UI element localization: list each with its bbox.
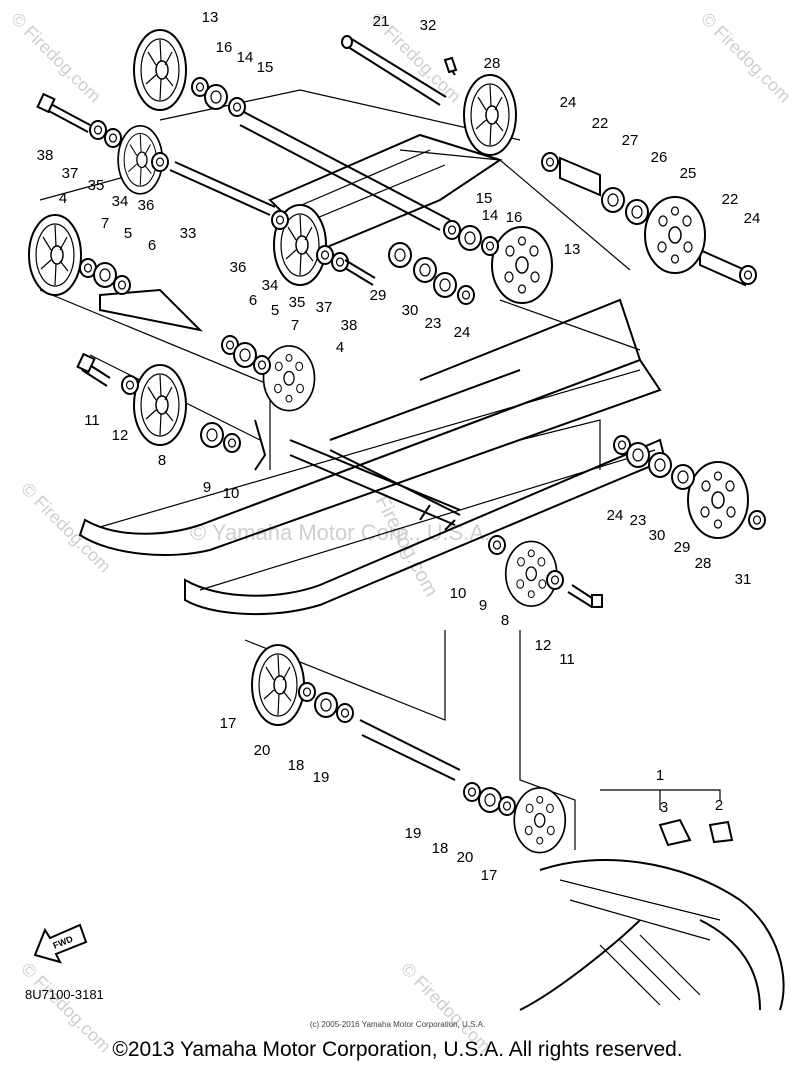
bolts (36, 56, 603, 608)
part-label-13-top: 13 (202, 9, 219, 26)
part-label-3: 3 (660, 799, 668, 816)
part-label-12-left: 12 (112, 427, 129, 444)
part-label-32: 32 (420, 17, 437, 34)
part-label-24-mid: 24 (454, 324, 471, 341)
part-label-28-bottom-right: 28 (695, 555, 712, 572)
yamaha-watermark: © Yamaha Motor Corp., U.S.A. (190, 520, 490, 545)
part-label-35-center: 35 (289, 294, 306, 311)
firedog-watermark-center: Firedog.com (371, 492, 443, 600)
part-label-33: 33 (180, 225, 197, 242)
part-label-21: 21 (373, 13, 390, 30)
part-label-34-center: 34 (262, 277, 279, 294)
part-label-23-bottom-right: 23 (630, 512, 647, 529)
part-label-25: 25 (680, 165, 697, 182)
part-label-1: 1 (656, 767, 664, 784)
part-label-29-bottom-right: 29 (674, 539, 691, 556)
site-watermark-top-left: © Firedog.com (7, 9, 105, 107)
part-label-5-left: 5 (124, 225, 132, 242)
part-label-4-left: 4 (59, 190, 67, 207)
disc-25 (644, 196, 706, 274)
part-label-13-right: 13 (564, 241, 581, 258)
part-label-24-top: 24 (560, 94, 577, 111)
part-label-15-mid: 15 (476, 190, 493, 207)
part-label-24-right: 24 (744, 210, 761, 227)
part-label-26: 26 (651, 149, 668, 166)
part-label-36-top: 36 (138, 197, 155, 214)
part-label-18-bottom: 18 (432, 840, 449, 857)
front-arrow-icon: FWD (33, 923, 88, 964)
wheel-8-left (133, 364, 187, 446)
part-label-20-top: 20 (254, 742, 271, 759)
wheel-4-left (28, 214, 82, 296)
part-label-28-top: 28 (484, 55, 501, 72)
wheel-13-top (133, 29, 187, 111)
part-label-17-bottom: 17 (481, 867, 498, 884)
part-label-36-center: 36 (230, 259, 247, 276)
site-watermark-top-right: © Firedog.com (697, 9, 795, 107)
shafts (99, 35, 746, 781)
part-label-8-center: 8 (501, 612, 509, 629)
disc-17-bottom (513, 787, 567, 854)
part-label-18-top: 18 (288, 757, 305, 774)
part-label-24-bottom-right: 24 (607, 507, 624, 524)
part-label-14-top: 14 (237, 49, 254, 66)
part-label-14-mid: 14 (482, 207, 499, 224)
part-label-37-center: 37 (316, 299, 333, 316)
part-label-9-center: 9 (479, 597, 487, 614)
part-label-22-top: 22 (592, 115, 609, 132)
part-label-10-left: 10 (223, 485, 240, 502)
part-label-6-center: 6 (249, 292, 257, 309)
part-label-16-mid: 16 (506, 209, 523, 226)
part-label-34-top: 34 (112, 193, 129, 210)
disc-28-right (687, 461, 749, 539)
part-label-30-mid: 30 (402, 302, 419, 319)
copyright-caption: ©2013 Yamaha Motor Corporation, U.S.A. A… (112, 1038, 683, 1061)
part-label-16-top: 16 (216, 39, 233, 56)
part-label-30-bottom-right: 30 (649, 527, 666, 544)
part-label-23-mid: 23 (425, 315, 442, 332)
part-label-5-center: 5 (271, 302, 279, 319)
part-label-17-top: 17 (220, 715, 237, 732)
part-label-19-top: 19 (313, 769, 330, 786)
small-copyright: (c) 2005-2016 Yamaha Motor Corporation, … (309, 1020, 486, 1029)
part-label-4-center: 4 (336, 339, 344, 356)
track-assembly (519, 818, 785, 1011)
part-label-19-bottom: 19 (405, 825, 422, 842)
wheel-28-top (463, 74, 517, 156)
part-label-6-left: 6 (148, 237, 156, 254)
part-label-11-center: 11 (559, 651, 575, 668)
part-label-10-center: 10 (450, 585, 467, 602)
part-label-2: 2 (715, 797, 723, 814)
part-label-22-right: 22 (722, 191, 739, 208)
reference-code: 8U7100-3181 (25, 987, 104, 1002)
part-label-7-left: 7 (101, 215, 109, 232)
part-label-9-left: 9 (203, 479, 211, 496)
disc-4-center (262, 345, 316, 412)
part-label-15-top: 15 (257, 59, 274, 76)
part-label-7-center: 7 (291, 317, 299, 334)
part-label-35-top: 35 (88, 177, 105, 194)
part-label-27: 27 (622, 132, 639, 149)
part-label-37-top: 37 (62, 165, 79, 182)
part-label-12-center: 12 (535, 637, 552, 654)
part-label-20-bottom: 20 (457, 849, 474, 866)
part-label-31: 31 (735, 571, 752, 588)
disc-13-right (491, 226, 553, 304)
wheel-17-top (251, 644, 305, 726)
part-label-38-center: 38 (341, 317, 358, 334)
part-label-8-left: 8 (158, 452, 166, 469)
part-label-29-mid: 29 (370, 287, 387, 304)
part-labels: 13 16 14 15 21 32 28 24 22 27 26 25 22 2… (37, 9, 761, 884)
part-label-11-left: 11 (84, 412, 100, 429)
part-label-38-top: 38 (37, 147, 54, 164)
